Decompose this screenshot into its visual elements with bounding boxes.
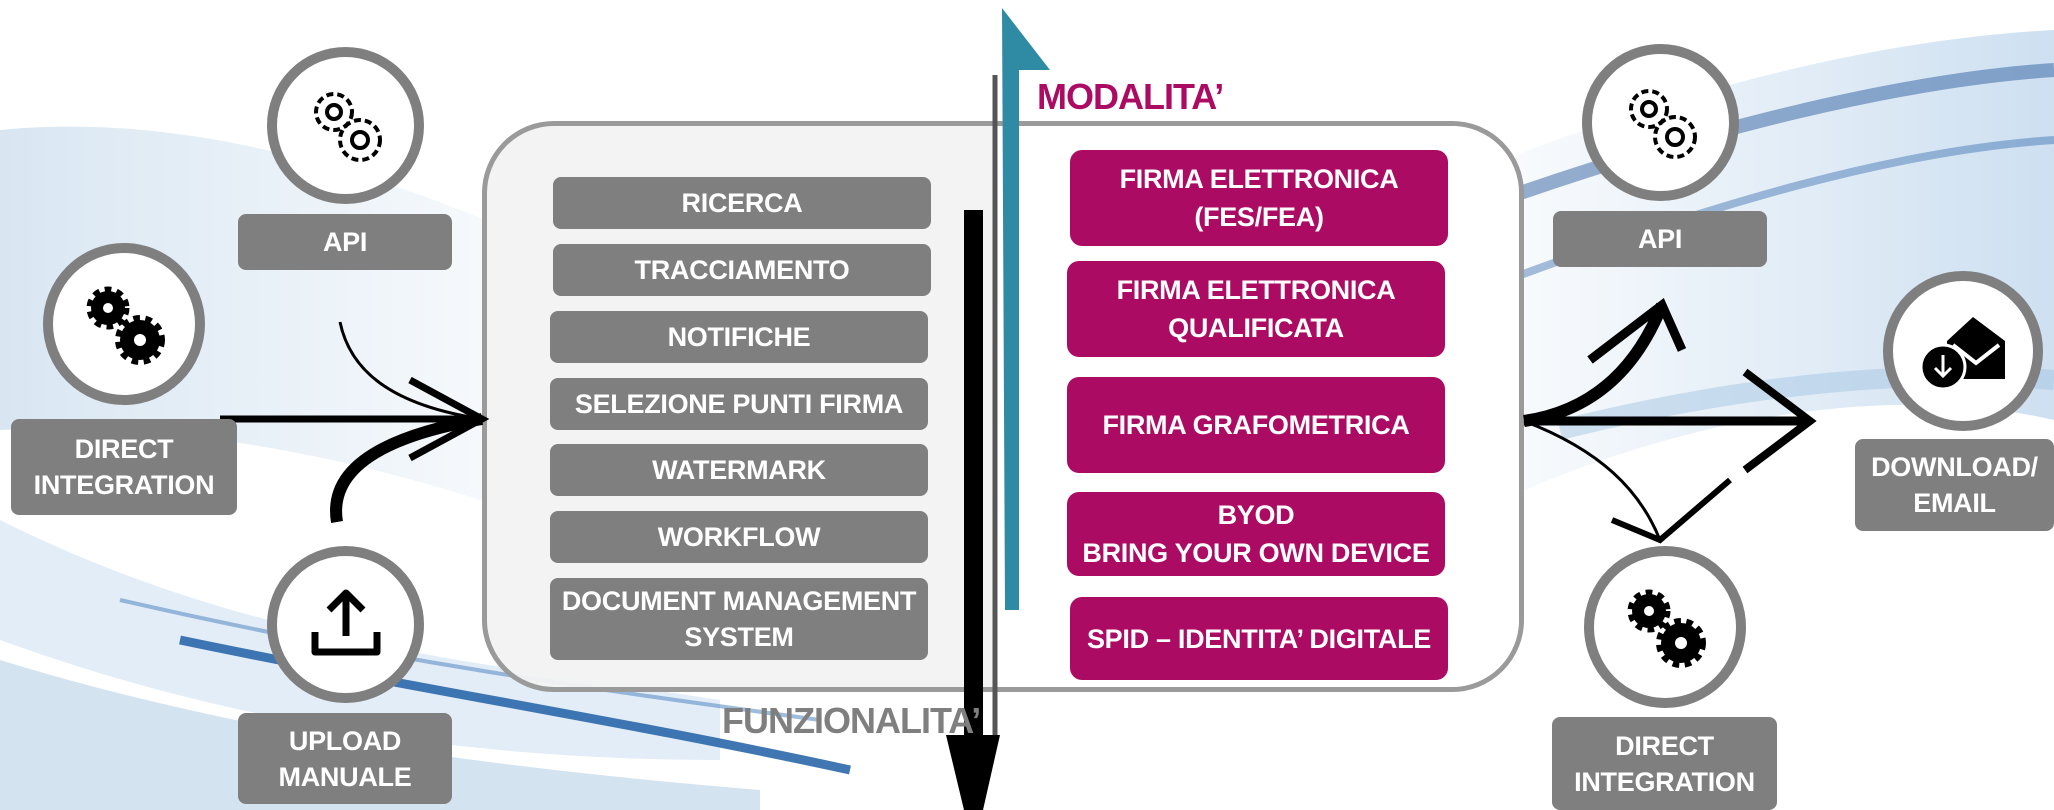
input-api-circle: [267, 47, 424, 204]
input-direct-integration-label[interactable]: DIRECT INTEGRATION: [11, 419, 237, 515]
function-selezione-punti-firma[interactable]: SELEZIONE PUNTI FIRMA: [550, 378, 928, 430]
function-notifiche[interactable]: NOTIFICHE: [550, 311, 928, 363]
funzionalita-heading: FUNZIONALITA’: [722, 700, 981, 741]
output-api-circle: [1582, 44, 1739, 201]
input-direct-circle: [43, 243, 205, 405]
mode-firma-elettronica-qualificata[interactable]: FIRMA ELETTRONICA QUALIFICATA: [1067, 261, 1445, 357]
input-upload-circle: [267, 546, 424, 703]
function-document-management-system[interactable]: DOCUMENT MANAGEMENT SYSTEM: [550, 578, 928, 660]
function-watermark[interactable]: WATERMARK: [550, 444, 928, 496]
function-ricerca[interactable]: RICERCA: [553, 177, 931, 229]
upload-icon: [311, 589, 380, 655]
mode-byod[interactable]: BYOD BRING YOUR OWN DEVICE: [1067, 492, 1445, 576]
gears-outline-icon: [313, 91, 382, 162]
mode-firma-elettronica[interactable]: FIRMA ELETTRONICA (FES/FEA): [1070, 150, 1448, 246]
gears-solid-icon: [1627, 589, 1706, 668]
function-workflow[interactable]: WORKFLOW: [550, 511, 928, 563]
mode-spid[interactable]: SPID – IDENTITA’ DIGITALE: [1070, 597, 1448, 680]
output-direct-integration-label[interactable]: DIRECT INTEGRATION: [1552, 717, 1777, 810]
function-tracciamento[interactable]: TRACCIAMENTO: [553, 244, 931, 296]
input-upload-manuale-label[interactable]: UPLOAD MANUALE: [238, 713, 452, 804]
mode-firma-grafometrica[interactable]: FIRMA GRAFOMETRICA: [1067, 377, 1445, 473]
output-download-circle: [1883, 271, 2043, 431]
gears-outline-icon: [1628, 88, 1697, 159]
output-download-email-label[interactable]: DOWNLOAD/ EMAIL: [1855, 439, 2054, 531]
gears-solid-icon: [86, 286, 165, 365]
output-direct-circle: [1584, 546, 1746, 708]
envelope-download-icon: [1919, 317, 2005, 391]
modalita-heading: MODALITA’: [1037, 76, 1224, 117]
input-api-label[interactable]: API: [238, 214, 452, 270]
output-api-label[interactable]: API: [1553, 211, 1767, 267]
